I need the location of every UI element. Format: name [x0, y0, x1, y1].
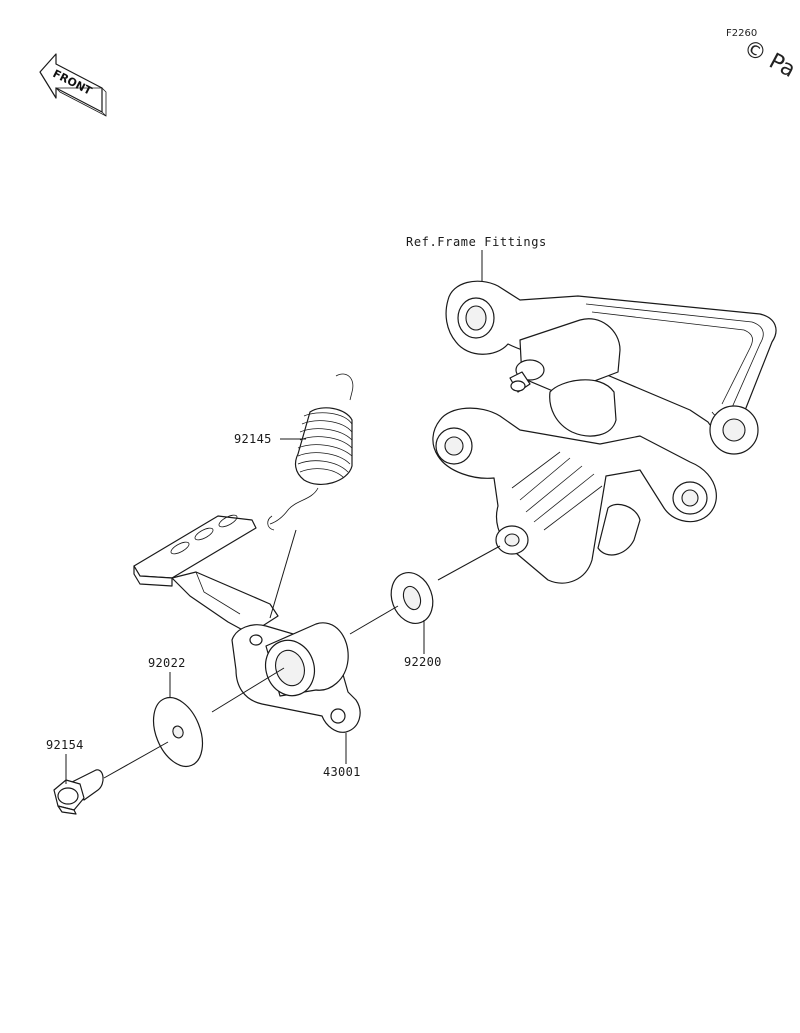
frame-fitting: [432, 280, 777, 584]
assembly-lines: [103, 529, 501, 779]
reference-label: Ref.Frame Fittings: [406, 235, 547, 249]
return-spring: [267, 373, 354, 531]
washer-large: [390, 572, 434, 624]
copyright-watermark: © Pa: [739, 35, 799, 83]
part-number-92145: 92145: [234, 432, 272, 446]
diagram-code: F2260: [726, 28, 757, 39]
front-direction-arrow-icon: FRONT: [39, 53, 107, 117]
brake-pedal: [133, 514, 361, 733]
part-number-92154: 92154: [46, 738, 84, 752]
part-number-43001: 43001: [323, 765, 361, 779]
part-number-92022: 92022: [148, 656, 186, 670]
washer-small: [152, 697, 204, 767]
bolt: [53, 769, 104, 815]
part-number-92200: 92200: [404, 655, 442, 669]
